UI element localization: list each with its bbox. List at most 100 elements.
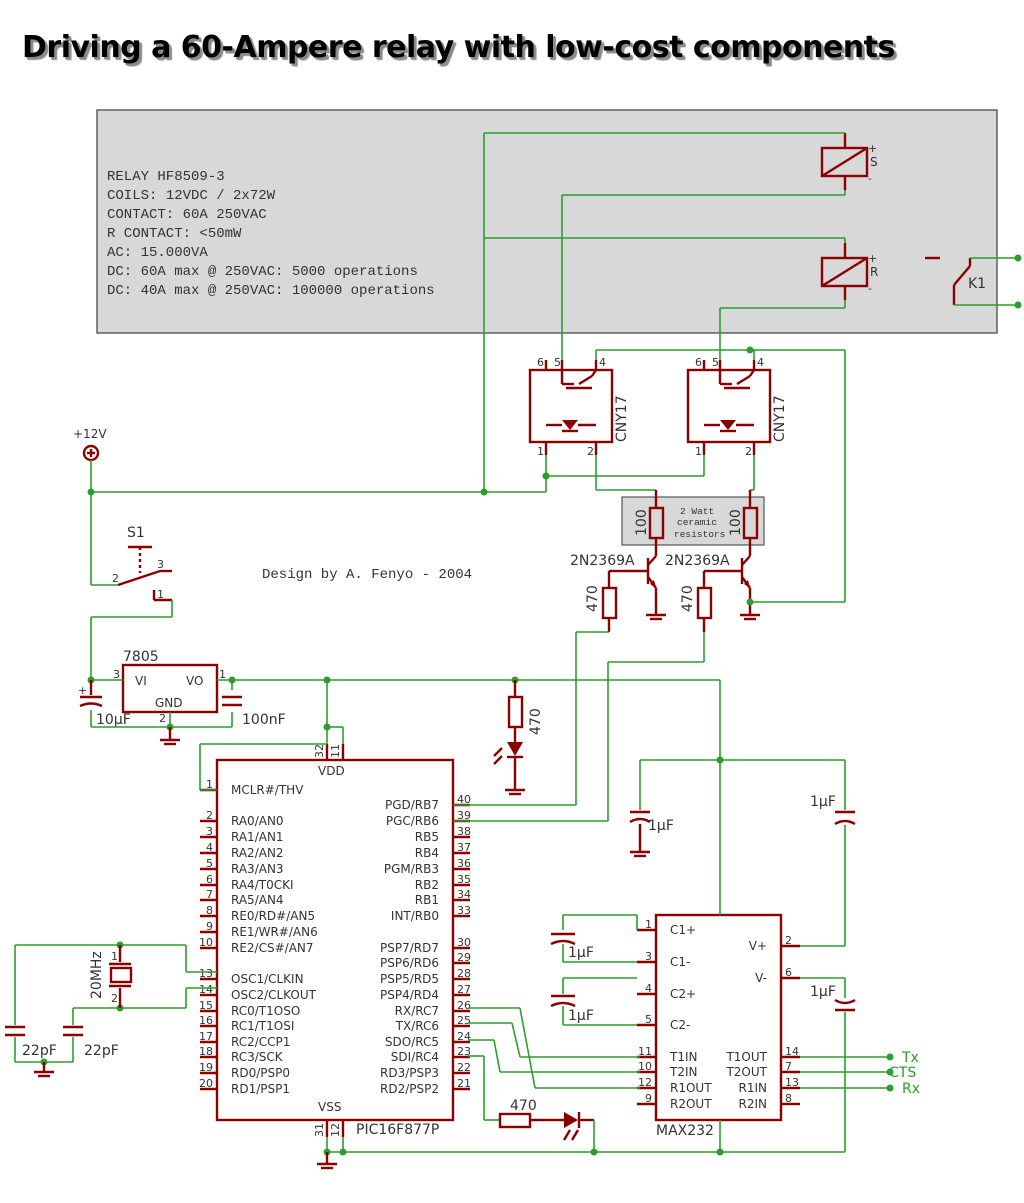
svg-text:MAX232: MAX232 bbox=[656, 1123, 714, 1139]
svg-text:1: 1 bbox=[219, 668, 226, 681]
svg-text:S1: S1 bbox=[127, 525, 145, 541]
pin-number: 1 bbox=[645, 918, 652, 931]
pin-label: T1IN bbox=[669, 1050, 697, 1064]
power-led: 470 bbox=[493, 680, 544, 796]
svg-text:K1: K1 bbox=[968, 276, 986, 292]
pin-label: TX/RC6 bbox=[395, 1019, 439, 1033]
cts-label: CTS bbox=[889, 1065, 916, 1081]
pin-number: 23 bbox=[457, 1045, 471, 1058]
svg-text:resistors: resistors bbox=[674, 529, 725, 540]
pin-label: T2OUT bbox=[725, 1065, 767, 1079]
svg-text:5: 5 bbox=[554, 356, 561, 369]
svg-text:6: 6 bbox=[537, 356, 544, 369]
pin-number: 9 bbox=[206, 920, 213, 933]
pin-label: RC0/T1OSO bbox=[231, 1004, 300, 1018]
relay-spec-line: DC: 60A max @ 250VAC: 5000 operations bbox=[107, 264, 418, 280]
svg-text:20MHz: 20MHz bbox=[89, 951, 105, 999]
pin-label: SDI/RC4 bbox=[391, 1050, 439, 1064]
pin-label: PGM/RB3 bbox=[384, 862, 439, 876]
pin-number: 3 bbox=[645, 950, 652, 963]
pic-pin-5: 5 RA3/AN3 bbox=[200, 857, 284, 876]
svg-text:2N2369A: 2N2369A bbox=[570, 553, 635, 569]
transistor-1: 2N2369A 470 bbox=[570, 553, 666, 632]
pin-number: 9 bbox=[645, 1092, 652, 1105]
pin-label: PGC/RB6 bbox=[386, 814, 439, 828]
pin-label: R1IN bbox=[739, 1081, 768, 1095]
pin-number: 5 bbox=[206, 857, 213, 870]
pin-number: 17 bbox=[199, 1030, 213, 1043]
relay-spec-line: RELAY HF8509-3 bbox=[107, 169, 225, 185]
optocoupler-2: 6 5 4 1 2 CNY17 bbox=[686, 356, 788, 458]
max232-pin-13: 13 R1IN bbox=[739, 1076, 800, 1095]
pin-number: 8 bbox=[785, 1092, 792, 1105]
svg-text:100nF: 100nF bbox=[242, 712, 286, 728]
pic-pin-36: 36 PGM/RB3 bbox=[384, 857, 471, 876]
svg-text:100: 100 bbox=[728, 509, 744, 536]
pin-number: 6 bbox=[206, 873, 213, 886]
pin-label: T1OUT bbox=[725, 1050, 767, 1064]
pin-label: V- bbox=[755, 971, 767, 985]
pin-number: 7 bbox=[785, 1060, 792, 1073]
pin-number: 11 bbox=[638, 1045, 652, 1058]
max232-pin-14: 14 T1OUT bbox=[725, 1045, 800, 1064]
svg-text:CNY17: CNY17 bbox=[614, 395, 630, 442]
pin-number: 10 bbox=[638, 1060, 652, 1073]
svg-text:4: 4 bbox=[757, 356, 764, 369]
pin-number: 18 bbox=[199, 1045, 213, 1058]
pin-number: 29 bbox=[457, 951, 471, 964]
rx-label: Rx bbox=[902, 1081, 920, 1097]
pin-label: RD1/PSP1 bbox=[231, 1082, 290, 1096]
pin-number: 2 bbox=[206, 809, 213, 822]
pin-number: 2 bbox=[785, 934, 792, 947]
svg-text:2: 2 bbox=[745, 445, 752, 458]
max232-pin-7: 7 T2OUT bbox=[725, 1060, 800, 1079]
svg-text:3: 3 bbox=[157, 558, 164, 571]
pin-label: MCLR#/THV bbox=[231, 783, 304, 797]
svg-text:S: S bbox=[870, 155, 878, 169]
svg-text:-: - bbox=[868, 172, 872, 185]
pin-number: 13 bbox=[199, 967, 213, 980]
pin-label: RA4/T0CKI bbox=[231, 878, 294, 892]
svg-text:22pF: 22pF bbox=[84, 1043, 119, 1059]
pin-number: 7 bbox=[206, 888, 213, 901]
svg-text:4: 4 bbox=[599, 356, 606, 369]
pin-number: 13 bbox=[785, 1076, 799, 1089]
pin-label: PGD/RB7 bbox=[385, 798, 439, 812]
pin-number: 14 bbox=[785, 1045, 799, 1058]
svg-text:1µF: 1µF bbox=[810, 984, 836, 1000]
pin-number: 38 bbox=[457, 825, 471, 838]
svg-text:2N2369A: 2N2369A bbox=[665, 553, 730, 569]
pin-number: 15 bbox=[199, 999, 213, 1012]
pin-label: C2- bbox=[670, 1018, 690, 1032]
svg-text:11: 11 bbox=[329, 744, 342, 758]
pin-label: INT/RB0 bbox=[391, 909, 439, 923]
pin-label: RA3/AN3 bbox=[231, 862, 284, 876]
pin-number: 36 bbox=[457, 857, 471, 870]
pin-label: R2IN bbox=[739, 1097, 768, 1111]
pin-label: RA2/AN2 bbox=[231, 846, 284, 860]
svg-text:VSS: VSS bbox=[318, 1100, 341, 1114]
credit-text: Design by A. Fenyo - 2004 bbox=[262, 567, 472, 583]
pin-label: C1+ bbox=[670, 923, 696, 937]
pin-number: 6 bbox=[785, 966, 792, 979]
svg-text:1µF: 1µF bbox=[810, 794, 836, 810]
svg-text:22pF: 22pF bbox=[22, 1043, 57, 1059]
